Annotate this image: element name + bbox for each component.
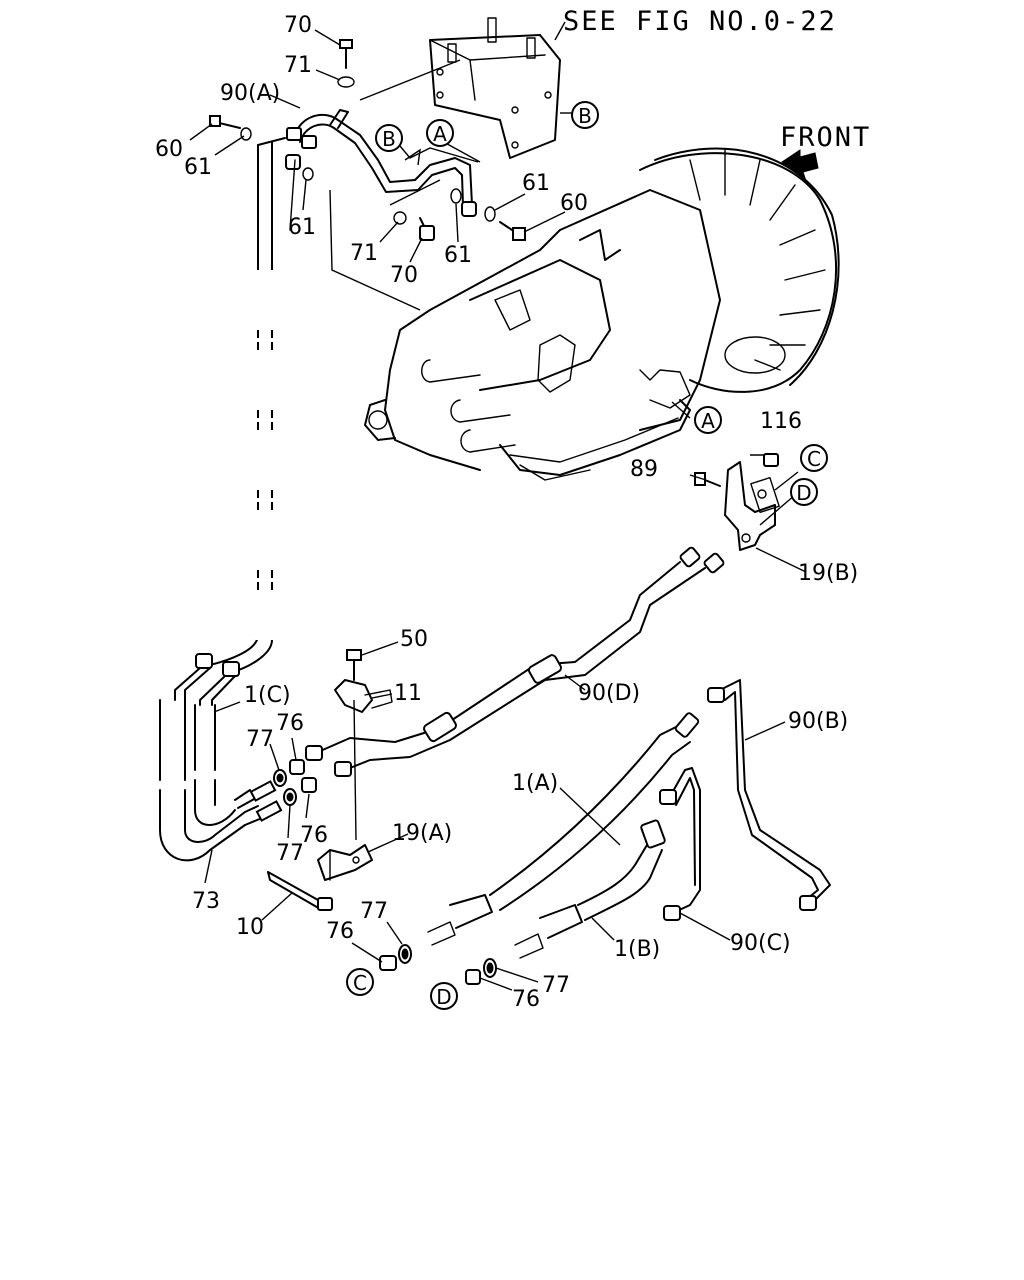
ref-circle-b: B <box>571 101 599 129</box>
callout-61: 61 <box>184 155 212 180</box>
callout-11: 11 <box>394 681 422 706</box>
callout-89: 89 <box>630 457 658 482</box>
tie-strap-10 <box>267 871 333 911</box>
transmission-assembly <box>364 147 840 481</box>
callout-leaders <box>189 29 807 991</box>
hose-73 <box>159 653 283 862</box>
callout-76: 76 <box>300 823 328 848</box>
callout-90a: 90(A) <box>220 81 280 106</box>
svg-text:D: D <box>796 481 811 505</box>
callout-19b: 19(B) <box>798 561 858 586</box>
callout-61: 61 <box>288 215 316 240</box>
callout-73: 73 <box>192 889 220 914</box>
callout-77: 77 <box>276 841 304 866</box>
callout-77: 77 <box>360 899 388 924</box>
pipe-90c <box>659 767 701 921</box>
callout-76: 76 <box>326 919 354 944</box>
callout-61: 61 <box>444 243 472 268</box>
callout-10: 10 <box>236 915 264 940</box>
callout-1b: 1(B) <box>614 937 660 962</box>
ref-circle-d: D <box>430 982 458 1010</box>
callout-70: 70 <box>284 13 312 38</box>
washer-71-mid <box>393 211 407 225</box>
bolt-60-left <box>209 115 252 141</box>
svg-text:B: B <box>382 127 396 151</box>
callout-90b: 90(B) <box>788 709 848 734</box>
ref-circle-a: A <box>694 406 722 434</box>
callout-77: 77 <box>246 727 274 752</box>
callout-1a: 1(A) <box>512 771 558 796</box>
callout-71: 71 <box>284 53 312 78</box>
hose-1a <box>379 712 700 971</box>
bracket-19a <box>317 844 373 881</box>
bracket-19b <box>694 453 780 551</box>
leader-line <box>404 148 421 166</box>
front-label: FRONT <box>780 122 871 153</box>
callout-70: 70 <box>390 263 418 288</box>
ref-circle-a: A <box>426 119 454 147</box>
callout-71: 71 <box>350 241 378 266</box>
callout-90c: 90(C) <box>730 931 791 956</box>
pipe-90b <box>707 679 831 911</box>
seals-76-77-left <box>273 759 317 806</box>
long-return-lines <box>209 137 286 673</box>
svg-text:B: B <box>578 104 592 128</box>
ref-circle-c: C <box>800 444 828 472</box>
washer-61 <box>302 167 314 181</box>
callout-76: 76 <box>276 711 304 736</box>
svg-text:A: A <box>701 409 715 433</box>
callout-19a: 19(A) <box>392 821 452 846</box>
ref-circle-c: C <box>346 968 374 996</box>
front-arrow-icon <box>781 149 819 180</box>
leader-line <box>329 189 421 311</box>
svg-text:C: C <box>353 971 367 995</box>
callout-60: 60 <box>560 191 588 216</box>
bolt-70-top <box>337 39 355 88</box>
callout-60: 60 <box>155 137 183 162</box>
svg-text:D: D <box>436 985 451 1009</box>
ref-circle-d: D <box>790 478 818 506</box>
washer-61-mid <box>450 188 462 204</box>
pipe-90a <box>285 109 477 217</box>
callout-61: 61 <box>522 171 550 196</box>
leader-line <box>289 159 296 231</box>
callout-1c: 1(C) <box>244 683 291 708</box>
bolt-70-mid <box>419 217 435 241</box>
callout-77: 77 <box>542 973 570 998</box>
washer-61-right <box>484 206 496 222</box>
top-mount-bracket <box>429 17 566 159</box>
callout-116: 116 <box>760 409 802 434</box>
callout-90d: 90(D) <box>578 681 640 706</box>
pipe-90d <box>305 546 725 841</box>
svg-text:A: A <box>433 122 447 146</box>
clamp-11 <box>334 649 393 713</box>
hose-1b <box>465 819 666 985</box>
callout-76: 76 <box>512 987 540 1012</box>
leader-line <box>389 179 441 206</box>
svg-text:C: C <box>807 447 821 471</box>
callout-50: 50 <box>400 627 428 652</box>
see-fig-label: SEE FIG NO.0-22 <box>563 6 837 37</box>
ref-circle-b: B <box>375 124 403 152</box>
bolt-60-right <box>499 221 526 241</box>
leader-line <box>359 59 461 101</box>
